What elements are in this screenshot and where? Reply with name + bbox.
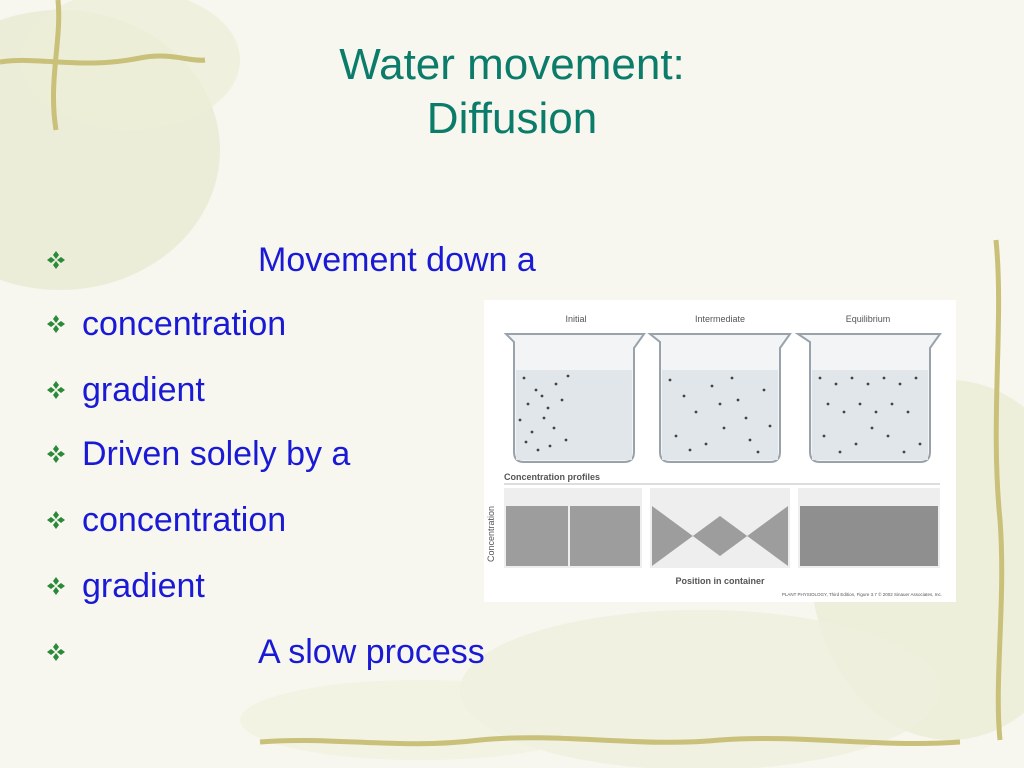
- slide-title: Water movement: Diffusion: [200, 38, 824, 146]
- position-axis-label: Position in container: [675, 576, 765, 586]
- four-diamond-bullet-icon: [47, 251, 65, 269]
- four-diamond-bullet-icon: [47, 511, 65, 529]
- bullet-text: Movement down a: [258, 240, 536, 279]
- bullet-item: gradient: [46, 564, 205, 608]
- four-diamond-bullet-icon: [47, 643, 65, 661]
- four-diamond-bullet-icon: [47, 577, 65, 595]
- four-diamond-bullet-icon: [47, 381, 65, 399]
- figure-credit: PLANT PHYSIOLOGY, Third Edition, Figure …: [782, 591, 942, 597]
- bullet-text: concentration: [82, 500, 287, 539]
- concentration-axis-label: Concentration: [486, 506, 496, 562]
- slide-title-line2: Diffusion: [426, 94, 598, 143]
- bullet-text: gradient: [82, 566, 205, 605]
- beaker-label-initial: Initial: [565, 314, 586, 324]
- bullet-text: A slow process: [258, 632, 485, 671]
- bullet-item: concentration: [46, 302, 286, 346]
- bullet-text: gradient: [82, 370, 205, 409]
- beaker-initial: [503, 333, 646, 463]
- beaker-label-equilibrium: Equilibrium: [846, 314, 891, 324]
- four-diamond-bullet-icon: [47, 445, 65, 463]
- beaker-equilibrium: [794, 333, 942, 463]
- profile-intermediate: [650, 488, 790, 568]
- beaker-intermediate: [647, 333, 792, 463]
- slide-title-line1: Water movement:: [339, 40, 685, 89]
- bullet-item: Driven solely by a: [46, 432, 350, 476]
- profile-equilibrium: [798, 488, 940, 568]
- bullet-item: Movement down a: [46, 238, 536, 282]
- diffusion-figure-svg: Initial Intermediate Equilibrium: [486, 314, 942, 597]
- bullet-item: A slow process: [46, 630, 485, 674]
- bullet-item: concentration: [46, 498, 286, 542]
- bullet-text: Driven solely by a: [82, 434, 351, 473]
- concentration-profiles-title: Concentration profiles: [504, 472, 600, 482]
- beaker-label-intermediate: Intermediate: [695, 314, 745, 324]
- diffusion-figure: Initial Intermediate Equilibrium: [484, 300, 956, 602]
- bullet-item: gradient: [46, 368, 205, 412]
- profile-initial: [504, 488, 642, 568]
- four-diamond-bullet-icon: [47, 315, 65, 333]
- bullet-text: concentration: [82, 304, 287, 343]
